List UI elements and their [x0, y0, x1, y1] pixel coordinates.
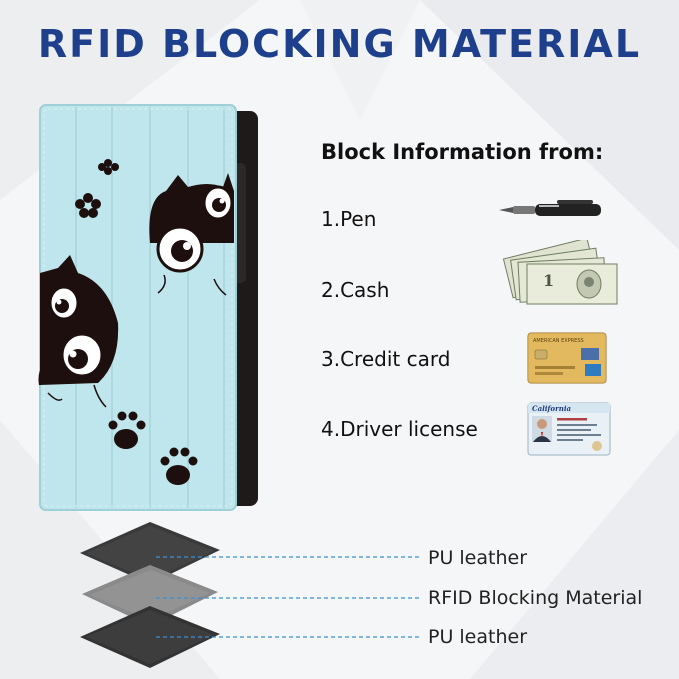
layer-label-pu-leather-top: PU leather [428, 547, 528, 569]
pen-icon [499, 200, 601, 216]
driver-license-icon: California [527, 402, 611, 456]
page-title: RFID BLOCKING MATERIAL [37, 22, 642, 66]
credit-card-brand-text: AMERICAN EXPRESS [533, 338, 584, 344]
block-info-heading: Block Information from: [321, 140, 604, 164]
info-item-credit-card: 3.Credit card [321, 347, 451, 371]
layer-label-pu-leather-bottom: PU leather [428, 626, 528, 648]
credit-card-icon: AMERICAN EXPRESS [527, 332, 607, 384]
info-item-cash: 2.Cash [321, 278, 390, 302]
info-item-pen: 1.Pen [321, 207, 377, 231]
material-layers-diagram [80, 522, 420, 668]
svg-text:1: 1 [543, 271, 554, 290]
wallet-case-image [38, 104, 258, 511]
cash-icon: 1 [503, 240, 618, 305]
info-item-driver-license: 4.Driver license [321, 417, 478, 441]
layer-label-rfid-blocking: RFID Blocking Material [428, 587, 643, 609]
license-state-text: California [532, 404, 572, 413]
